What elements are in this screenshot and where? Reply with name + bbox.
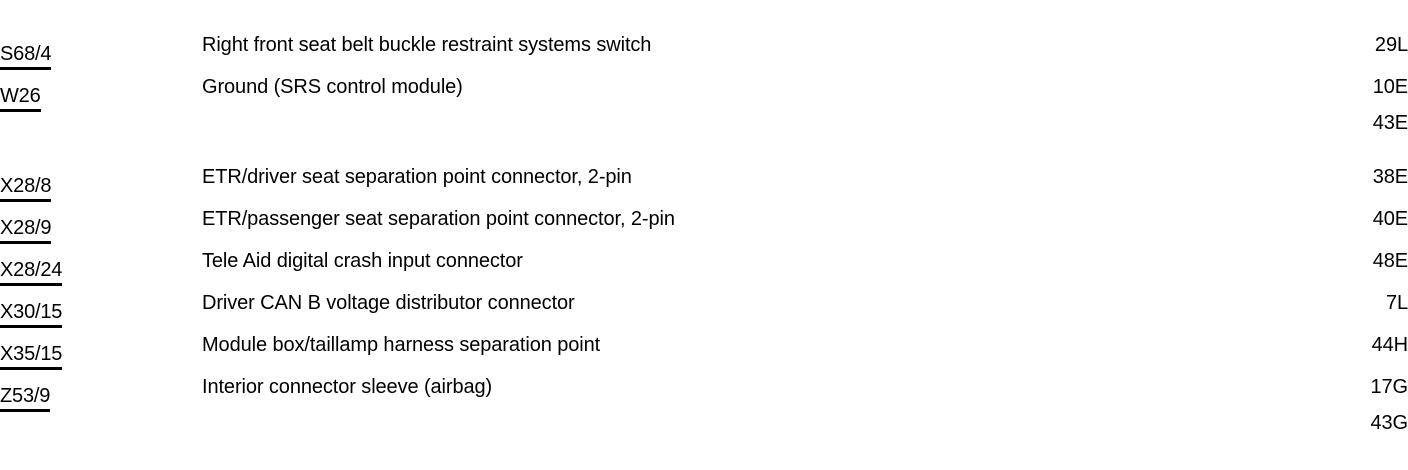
table-row: X35/15 Module box/taillamp harness separa…	[0, 324, 1408, 370]
component-code-cell: X30/15	[0, 282, 202, 328]
description-cell: ETR/driver seat separation point connect…	[202, 156, 1302, 198]
table-row: X28/24 Tele Aid digital crash input conne…	[0, 240, 1408, 286]
table-row: W26 Ground (SRS control module) 10E 43E	[0, 66, 1408, 138]
component-code-cell: X28/8	[0, 156, 202, 202]
location-code-label: 40E	[1372, 208, 1408, 230]
table-row: Z53/9 Interior connector sleeve (airbag) 1…	[0, 366, 1408, 438]
location-code-cell: 17G 43G	[1302, 366, 1408, 438]
component-code-wrap: X28/24	[0, 240, 202, 286]
description-cell: Tele Aid digital crash input connector	[202, 240, 1302, 282]
component-code-label[interactable]: S68/4	[0, 42, 51, 70]
location-code-label: 43G	[1370, 412, 1408, 434]
location-code-label: 44H	[1371, 334, 1408, 356]
description-label: Right front seat belt buckle restraint s…	[202, 34, 652, 56]
location-code-label: 29L	[1374, 34, 1408, 56]
description-label: Interior connector sleeve (airbag)	[202, 376, 493, 398]
component-code-label[interactable]: X28/24	[0, 258, 62, 286]
description-label: Ground (SRS control module)	[202, 76, 463, 98]
component-code-cell: S68/4	[0, 24, 202, 70]
description-cell: Driver CAN B voltage distributor connect…	[202, 282, 1302, 324]
location-code-label: 10E	[1372, 76, 1408, 98]
component-code-cell: X35/15	[0, 324, 202, 370]
description-label: Tele Aid digital crash input connector	[202, 250, 523, 272]
component-index-table: S68/4 Right front seat belt buckle restra…	[0, 24, 1408, 438]
component-code-label[interactable]: W26	[0, 84, 41, 112]
description-label: ETR/driver seat separation point connect…	[202, 166, 632, 188]
location-code-label: 43E	[1372, 112, 1408, 134]
table-row: X28/8 ETR/driver seat separation point co…	[0, 156, 1408, 202]
location-code-cell: 38E	[1302, 156, 1408, 198]
component-code-wrap: S68/4	[0, 24, 202, 70]
description-cell: ETR/passenger seat separation point conn…	[202, 198, 1302, 240]
row-spacer-cell	[0, 138, 1408, 156]
component-code-wrap: W26	[0, 66, 202, 112]
location-code-cell: 29L	[1302, 24, 1408, 66]
component-code-wrap: X28/8	[0, 156, 202, 202]
component-code-wrap: X28/9	[0, 198, 202, 244]
component-code-label[interactable]: X30/15	[0, 300, 62, 328]
table-row: X28/9 ETR/passenger seat separation point…	[0, 198, 1408, 244]
description-cell: Interior connector sleeve (airbag)	[202, 366, 1302, 438]
component-code-label[interactable]: X28/9	[0, 216, 51, 244]
location-code-cell: 7L	[1302, 282, 1408, 324]
component-code-wrap: X35/15	[0, 324, 202, 370]
location-code-label: 48E	[1372, 250, 1408, 272]
location-code-label: 38E	[1372, 166, 1408, 188]
location-code-cell: 40E	[1302, 198, 1408, 240]
component-code-label[interactable]: X35/15	[0, 342, 62, 370]
row-spacer	[0, 138, 1408, 156]
description-label: Driver CAN B voltage distributor connect…	[202, 292, 575, 314]
component-code-cell: X28/24	[0, 240, 202, 286]
location-code-label: 7L	[1385, 292, 1408, 314]
component-index-body: S68/4 Right front seat belt buckle restra…	[0, 24, 1408, 438]
location-code-cell: 48E	[1302, 240, 1408, 282]
table-row: X30/15 Driver CAN B voltage distributor c…	[0, 282, 1408, 328]
component-code-cell: X28/9	[0, 198, 202, 244]
component-code-wrap: X30/15	[0, 282, 202, 328]
location-code-label: 17G	[1370, 376, 1408, 398]
description-label: ETR/passenger seat separation point conn…	[202, 208, 675, 230]
location-code-cell: 44H	[1302, 324, 1408, 366]
description-cell: Module box/taillamp harness separation p…	[202, 324, 1302, 366]
description-label: Module box/taillamp harness separation p…	[202, 334, 601, 356]
component-code-label[interactable]: X28/8	[0, 174, 51, 202]
description-cell: Right front seat belt buckle restraint s…	[202, 24, 1302, 66]
component-code-wrap: Z53/9	[0, 366, 202, 412]
component-code-cell: W26	[0, 66, 202, 138]
component-code-cell: Z53/9	[0, 366, 202, 438]
location-code-cell: 10E 43E	[1302, 66, 1408, 138]
table-row: S68/4 Right front seat belt buckle restra…	[0, 24, 1408, 70]
description-cell: Ground (SRS control module)	[202, 66, 1302, 138]
component-code-label[interactable]: Z53/9	[0, 384, 50, 412]
